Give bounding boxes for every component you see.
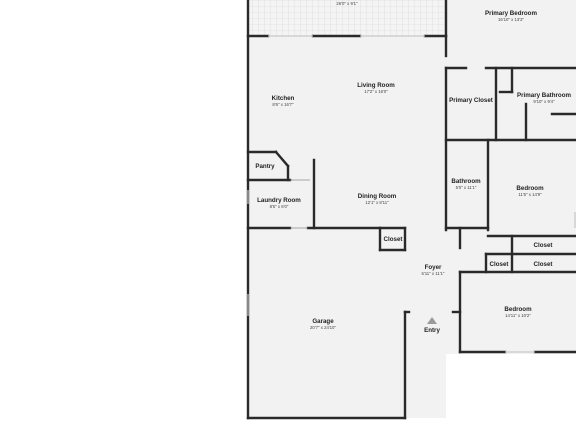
patio-dimensions: 26'0" x 9'1": [336, 1, 358, 6]
primary-closet-label: Primary Closet: [449, 97, 493, 104]
living-room-dimensions: 17'2" x 16'0": [364, 89, 388, 94]
dining-room-label: Dining Room: [358, 193, 397, 200]
bathroom-label: Bathroom: [451, 178, 481, 185]
laundry-room-dimensions: 8'6" x 6'0": [270, 204, 289, 209]
floor-fill: [248, 0, 576, 418]
room-labels: 26'0" x 9'1" Primary Bedroom 16'10" x 13…: [255, 1, 571, 334]
foyer-dimensions: 6'11" x 11'1": [422, 271, 445, 276]
garage-label: Garage: [312, 318, 334, 325]
exterior-walls: [246, 0, 576, 420]
windows: [247, 179, 576, 353]
entry-arrow-icon: [427, 317, 437, 324]
closet-mid-label: Closet: [490, 261, 509, 268]
foyer-label: Foyer: [425, 264, 442, 271]
closet-hall-label: Closet: [384, 236, 403, 243]
bedroom-2-label: Bedroom: [504, 306, 532, 313]
bedroom-1-label: Bedroom: [516, 185, 544, 192]
entry-label: Entry: [424, 327, 440, 334]
garage-dimensions: 20'7" x 24'10": [310, 325, 336, 330]
primary-bedroom-dimensions: 16'10" x 13'3": [498, 17, 524, 22]
bathroom-dimensions: 5'0" x 11'1": [456, 185, 477, 190]
primary-bathroom-dimensions: 9'10" x 9'4": [533, 99, 555, 104]
primary-bedroom-label: Primary Bedroom: [485, 10, 537, 17]
pantry-label: Pantry: [255, 163, 275, 170]
laundry-room-label: Laundry Room: [257, 197, 301, 204]
bedroom-1-dimensions: 11'5" x 14'9": [518, 192, 542, 197]
kitchen-label: Kitchen: [272, 95, 295, 102]
living-room-label: Living Room: [357, 82, 395, 89]
primary-bathroom-label: Primary Bathroom: [517, 92, 571, 99]
closet-upper-label: Closet: [534, 242, 553, 249]
kitchen-dimensions: 8'6" x 16'7": [272, 102, 294, 107]
closet-right-label: Closet: [534, 261, 553, 268]
interior-walls: [246, 34, 576, 274]
dining-room-dimensions: 12'1" x 8'11": [365, 200, 389, 205]
bedroom-2-dimensions: 14'11" x 10'2": [505, 313, 531, 318]
